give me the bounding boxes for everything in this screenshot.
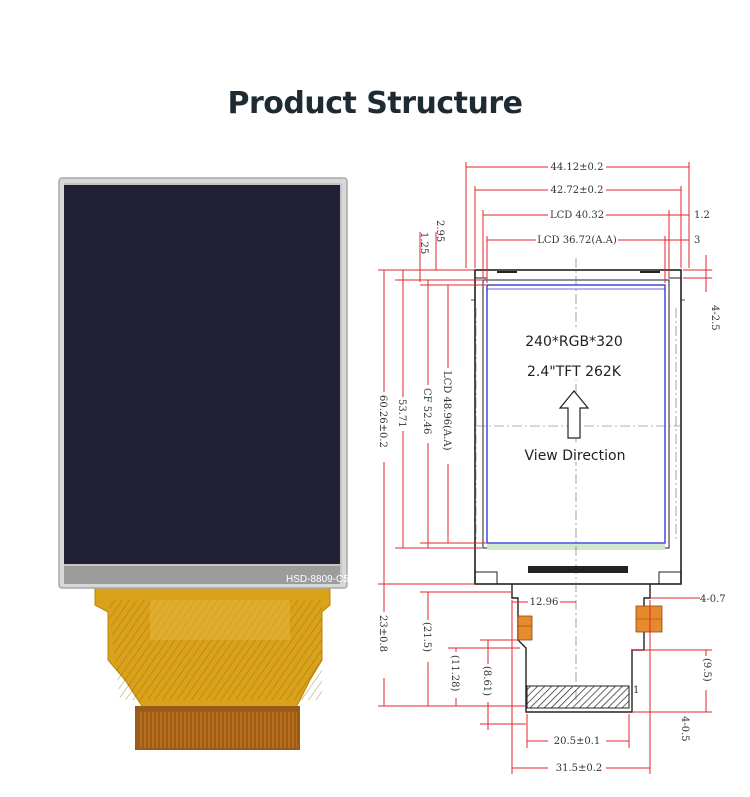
dim-fpc-12-96: 12.96 [530, 597, 559, 608]
dim-lcd-width: LCD 40.32 [550, 210, 604, 221]
dim-fpc-length: 23±0.8 [377, 615, 388, 652]
dim-overall-height: 60.26±0.2 [377, 395, 388, 448]
dim-fpc-9-5: (9.5) [701, 658, 712, 682]
dim-fpc-4-07: 4-0.7 [700, 594, 726, 605]
dim-right-2: 3 [694, 235, 700, 246]
lcd-module-photo: HSD-8809-C5 [58, 177, 349, 750]
dim-fpc-31-5: 31.5±0.2 [556, 763, 603, 774]
dim-top-left-1: 1.25 [418, 232, 429, 254]
dim-fpc-21-5: (21.5) [421, 622, 432, 652]
dim-height-2: 53.71 [396, 399, 407, 428]
view-direction-label: View Direction [525, 448, 626, 464]
dim-lcd-aa-width: LCD 36.72(A.A) [537, 235, 617, 246]
view-direction-arrow [558, 390, 590, 439]
technical-drawing: 240*RGB*320 2.4"TFT 262K View Direction … [376, 160, 726, 774]
resolution-label: 240*RGB*320 [525, 334, 623, 350]
dim-fpc-4-05: 4-0.5 [679, 716, 690, 742]
component-left [517, 615, 533, 641]
dim-width-2: 42.72±0.2 [551, 185, 604, 196]
panel-model-label: HSD-8809-C5 [286, 574, 349, 585]
module-outline [474, 269, 682, 585]
dim-right-top: 4-2.5 [709, 305, 720, 331]
display-area [64, 185, 340, 564]
dim-right-1: 1.2 [694, 210, 710, 221]
connector [528, 566, 628, 573]
dim-fpc-11-28: (11.28) [449, 655, 460, 692]
fpc-stiffener [150, 600, 290, 640]
dim-top-left-2: 2.95 [434, 220, 445, 242]
fpc-contacts [526, 685, 630, 709]
pin-one-label: 1 [633, 685, 639, 696]
model-label: 2.4"TFT 262K [527, 364, 622, 380]
page-title: Product Structure [227, 86, 523, 121]
dim-cf-height: CF 52.46 [421, 388, 432, 434]
dim-fpc-8-61: (8.61) [481, 666, 492, 696]
dim-overall-width: 44.12±0.2 [551, 162, 604, 173]
dim-fpc-20-5: 20.5±0.1 [554, 736, 601, 747]
fpc-outline [511, 584, 651, 713]
dim-lcd-aa-height: LCD 48.96(A.A) [441, 371, 452, 451]
